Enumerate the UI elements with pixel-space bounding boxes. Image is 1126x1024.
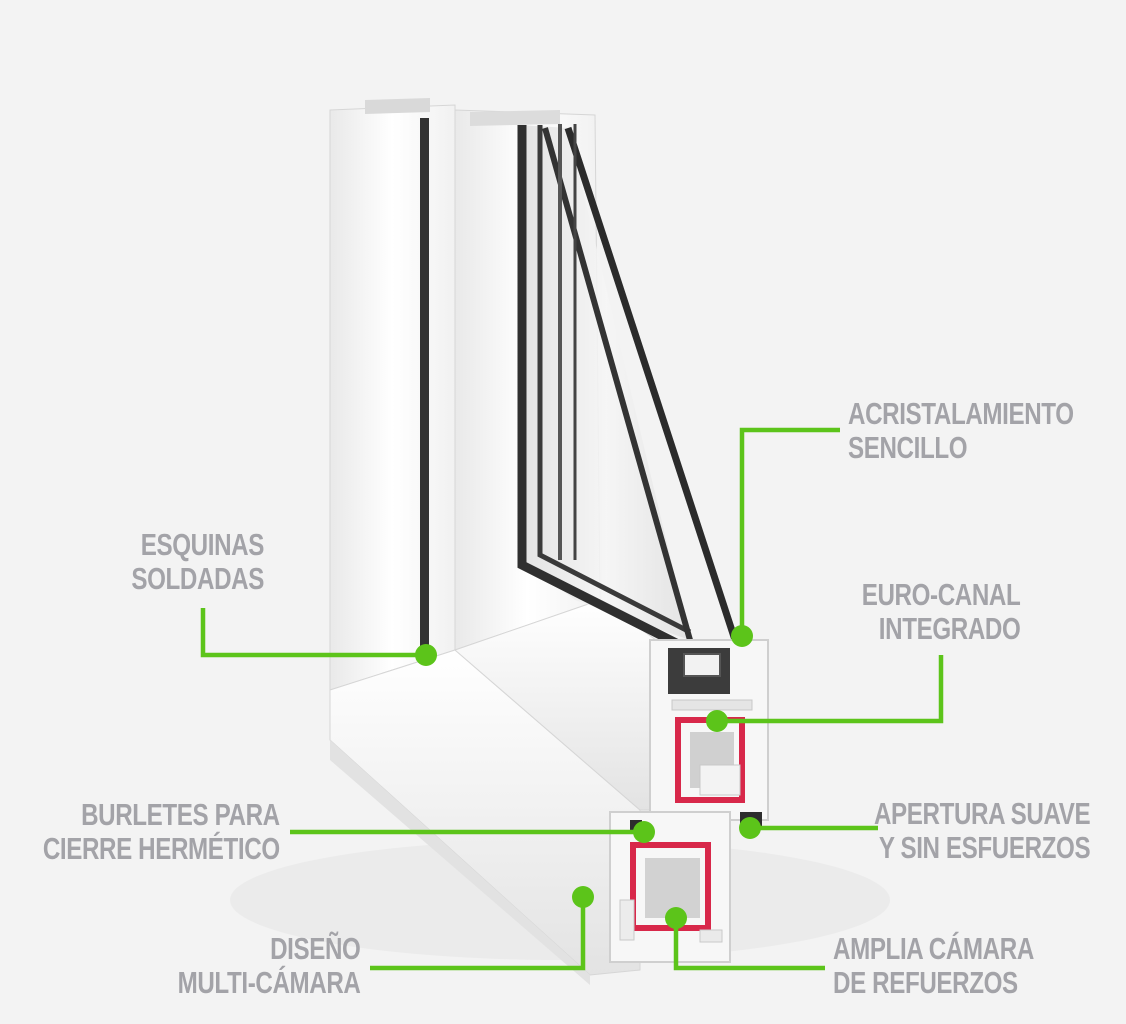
callout-dots [415,625,761,929]
outer-frame-vertical [329,98,456,691]
label-line: DISEÑO [269,931,361,966]
label-line: INTEGRADO [878,611,1020,646]
glass-pane-diagonal-2 [564,126,739,642]
label-diseno: DISEÑO MULTI-CÁMARA [177,932,360,1000]
label-line: AMPLIA CÁMARA [833,931,1034,966]
dot-esquinas [415,644,437,666]
label-line: DE REFUERZOS [833,965,1018,1000]
gasket-strip-left [420,118,429,648]
line-acristalamiento [739,427,840,636]
label-line: ESQUINAS [140,527,265,562]
dot-apertura [739,817,761,839]
glass-edge-inner [517,125,693,655]
label-amplia: AMPLIA CÁMARA DE REFUERZOS [833,932,1034,1000]
label-burletes: BURLETES PARA CIERRE HERMÉTICO [43,798,280,866]
line-amplia [673,918,825,971]
profile-cross-section [609,639,769,963]
line-euro-canal [717,655,944,724]
line-diseno [370,897,586,971]
label-line: Y SIN ESFUERZOS [878,830,1091,865]
dot-burletes [633,821,655,843]
dot-amplia [665,907,687,929]
label-line: SOLDADAS [131,561,264,596]
label-euro-canal: EURO-CANAL INTEGRADO [861,578,1020,646]
dot-euro-canal [706,710,728,732]
glass-pane-diagonal-1 [542,127,693,641]
glazing-unit [517,124,739,655]
label-line: EURO-CANAL [861,577,1020,612]
label-line: CIERRE HERMÉTICO [43,831,280,866]
dot-acristalamiento [731,625,753,647]
callout-lines [200,427,944,971]
label-line: MULTI-CÁMARA [177,965,360,1000]
label-apertura: APERTURA SUAVE Y SIN ESFUERZOS [873,796,1091,865]
label-line: BURLETES PARA [81,797,280,832]
dot-diseno [572,886,594,908]
label-esquinas: ESQUINAS SOLDADAS [131,528,264,596]
label-line: SENCILLO [848,430,968,465]
label-acristalamiento: ACRISTALAMIENTO SENCILLO [848,397,1074,465]
label-line: APERTURA SUAVE [873,796,1091,831]
line-esquinas [200,608,426,658]
label-line: ACRISTALAMIENTO [848,396,1074,431]
